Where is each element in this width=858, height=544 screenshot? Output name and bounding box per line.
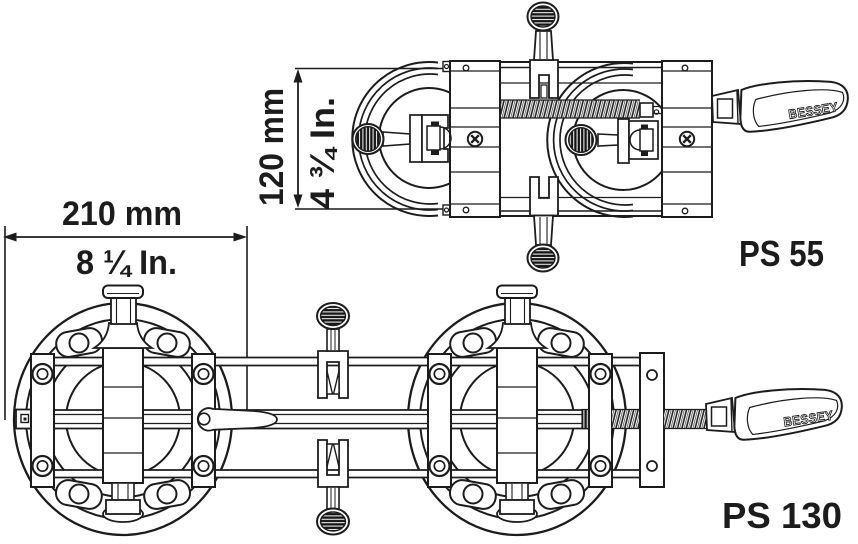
arrow-up-icon — [293, 69, 303, 83]
arrow-left-icon — [3, 232, 17, 242]
ps130-right-block — [484, 284, 550, 523]
ps55-handle: BESSEY — [711, 78, 850, 134]
ps55-bottom-fork-knob — [526, 176, 560, 273]
ps55-right-knob — [564, 124, 598, 156]
ps55-dim-inch: 4 ¾ In. — [304, 97, 342, 209]
ps130-lever-arm — [196, 407, 278, 432]
ps55-right-clamp — [597, 118, 659, 164]
ps55-drawing: 120 mm 4 ¾ In. — [253, 1, 850, 274]
arrow-right-icon — [233, 232, 247, 242]
ps130-top-fork-knob — [316, 302, 350, 399]
ps130-dim-inch: 8 ¼ In. — [76, 244, 177, 282]
ps55-dim-mm: 120 mm — [253, 88, 291, 206]
ps130-bracket — [612, 352, 708, 488]
ps55-model-label: PS 55 — [739, 233, 824, 274]
ps130-model-label: PS 130 — [722, 495, 842, 536]
screw-icon — [466, 130, 484, 148]
ps55-left-knob — [351, 123, 385, 155]
ps55-threaded-spindle — [500, 99, 663, 119]
ps130-width-dimension: 210 mm 8 ¼ In. — [3, 195, 248, 420]
ps130-bottom-fork-knob — [316, 439, 350, 536]
ps130-kidney-slots — [54, 327, 586, 510]
arrow-down-icon — [293, 194, 303, 208]
ps55-left-clamp — [382, 114, 452, 163]
ps130-handle: BESSEY — [705, 386, 844, 442]
ps55-top-fork-knob — [526, 1, 560, 99]
ps55-frame-rails — [500, 61, 663, 217]
ps130-dim-mm: 210 mm — [62, 195, 182, 233]
ps130-left-block — [90, 284, 156, 523]
ps55-height-dimension: 120 mm 4 ¾ In. — [253, 67, 455, 210]
screw-icon — [678, 130, 696, 148]
ps130-brand-label: BESSEY — [783, 408, 835, 430]
ps130-drawing: 210 mm 8 ¼ In. — [3, 195, 844, 537]
ps130-clamp-bars — [30, 353, 613, 488]
